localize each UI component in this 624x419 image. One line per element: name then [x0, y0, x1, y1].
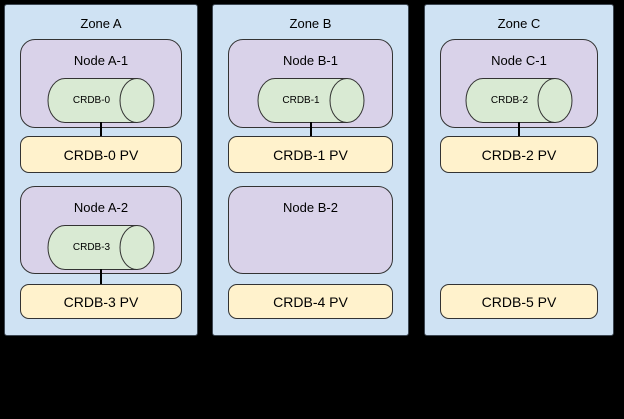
cylinder-icon [465, 78, 573, 123]
node-b1-label: Node B-1 [283, 53, 338, 68]
node-a2-label: Node A-2 [73, 200, 129, 215]
crdb-0-pv-label: CRDB-0 PV [63, 146, 139, 163]
crdb-4-pv-box: CRDB-4 PV [228, 284, 393, 319]
crdb-2-pv-label: CRDB-2 PV [481, 146, 557, 163]
node-c1-box: Node C-1 CRDB-2 [440, 39, 598, 128]
crdb-3-pod-label: CRDB-3 [72, 242, 111, 253]
zone-a-title: Zone A [80, 16, 122, 31]
crdb-0-pv-box: CRDB-0 PV [20, 136, 182, 173]
zone-c-title: Zone C [497, 16, 541, 31]
cylinder-icon [47, 225, 155, 270]
zone-a-box: Zone A Node A-1 CRDB-0 CRDB-0 PV Node A-… [4, 4, 198, 336]
pod-pv-connector [309, 122, 312, 137]
zone-b-box: Zone B Node B-1 CRDB-1 CRDB-1 PV Node B-… [212, 4, 409, 336]
crdb-2-pod-cylinder: CRDB-2 [465, 78, 573, 123]
node-a2-box: Node A-2 CRDB-3 [20, 186, 182, 274]
cylinder-icon [257, 78, 364, 123]
node-b1-box: Node B-1 CRDB-1 [228, 39, 393, 128]
crdb-1-pod-cylinder: CRDB-1 [257, 78, 364, 123]
pod-pv-connector [100, 269, 102, 285]
crdb-2-pod-label: CRDB-2 [490, 95, 529, 106]
node-b2-label: Node B-2 [283, 200, 338, 215]
crdb-1-pod-label: CRDB-1 [282, 95, 320, 106]
node-b2-box: Node B-2 [228, 186, 393, 274]
crdb-1-pv-box: CRDB-1 PV [228, 136, 393, 173]
zone-c-box: Zone C Node C-1 CRDB-2 CRDB-2 PV CRDB-5 … [424, 4, 614, 336]
cylinder-icon [47, 78, 155, 123]
zone-b-title: Zone B [289, 16, 332, 31]
crdb-0-pod-cylinder: CRDB-0 [47, 78, 155, 123]
node-a1-box: Node A-1 CRDB-0 [20, 39, 182, 128]
crdb-3-pod-cylinder: CRDB-3 [47, 225, 155, 270]
pod-pv-connector [518, 122, 520, 137]
crdb-3-pv-box: CRDB-3 PV [20, 284, 182, 319]
crdb-5-pv-box: CRDB-5 PV [440, 284, 598, 319]
crdb-4-pv-label: CRDB-4 PV [273, 293, 348, 310]
node-c1-label: Node C-1 [491, 53, 547, 68]
node-a1-label: Node A-1 [73, 53, 129, 68]
crdb-0-pod-label: CRDB-0 [72, 95, 111, 106]
crdb-3-pv-label: CRDB-3 PV [63, 293, 139, 310]
crdb-5-pv-label: CRDB-5 PV [481, 293, 557, 310]
crdb-2-pv-box: CRDB-2 PV [440, 136, 598, 173]
pod-pv-connector [100, 122, 102, 137]
crdb-1-pv-label: CRDB-1 PV [273, 146, 348, 163]
